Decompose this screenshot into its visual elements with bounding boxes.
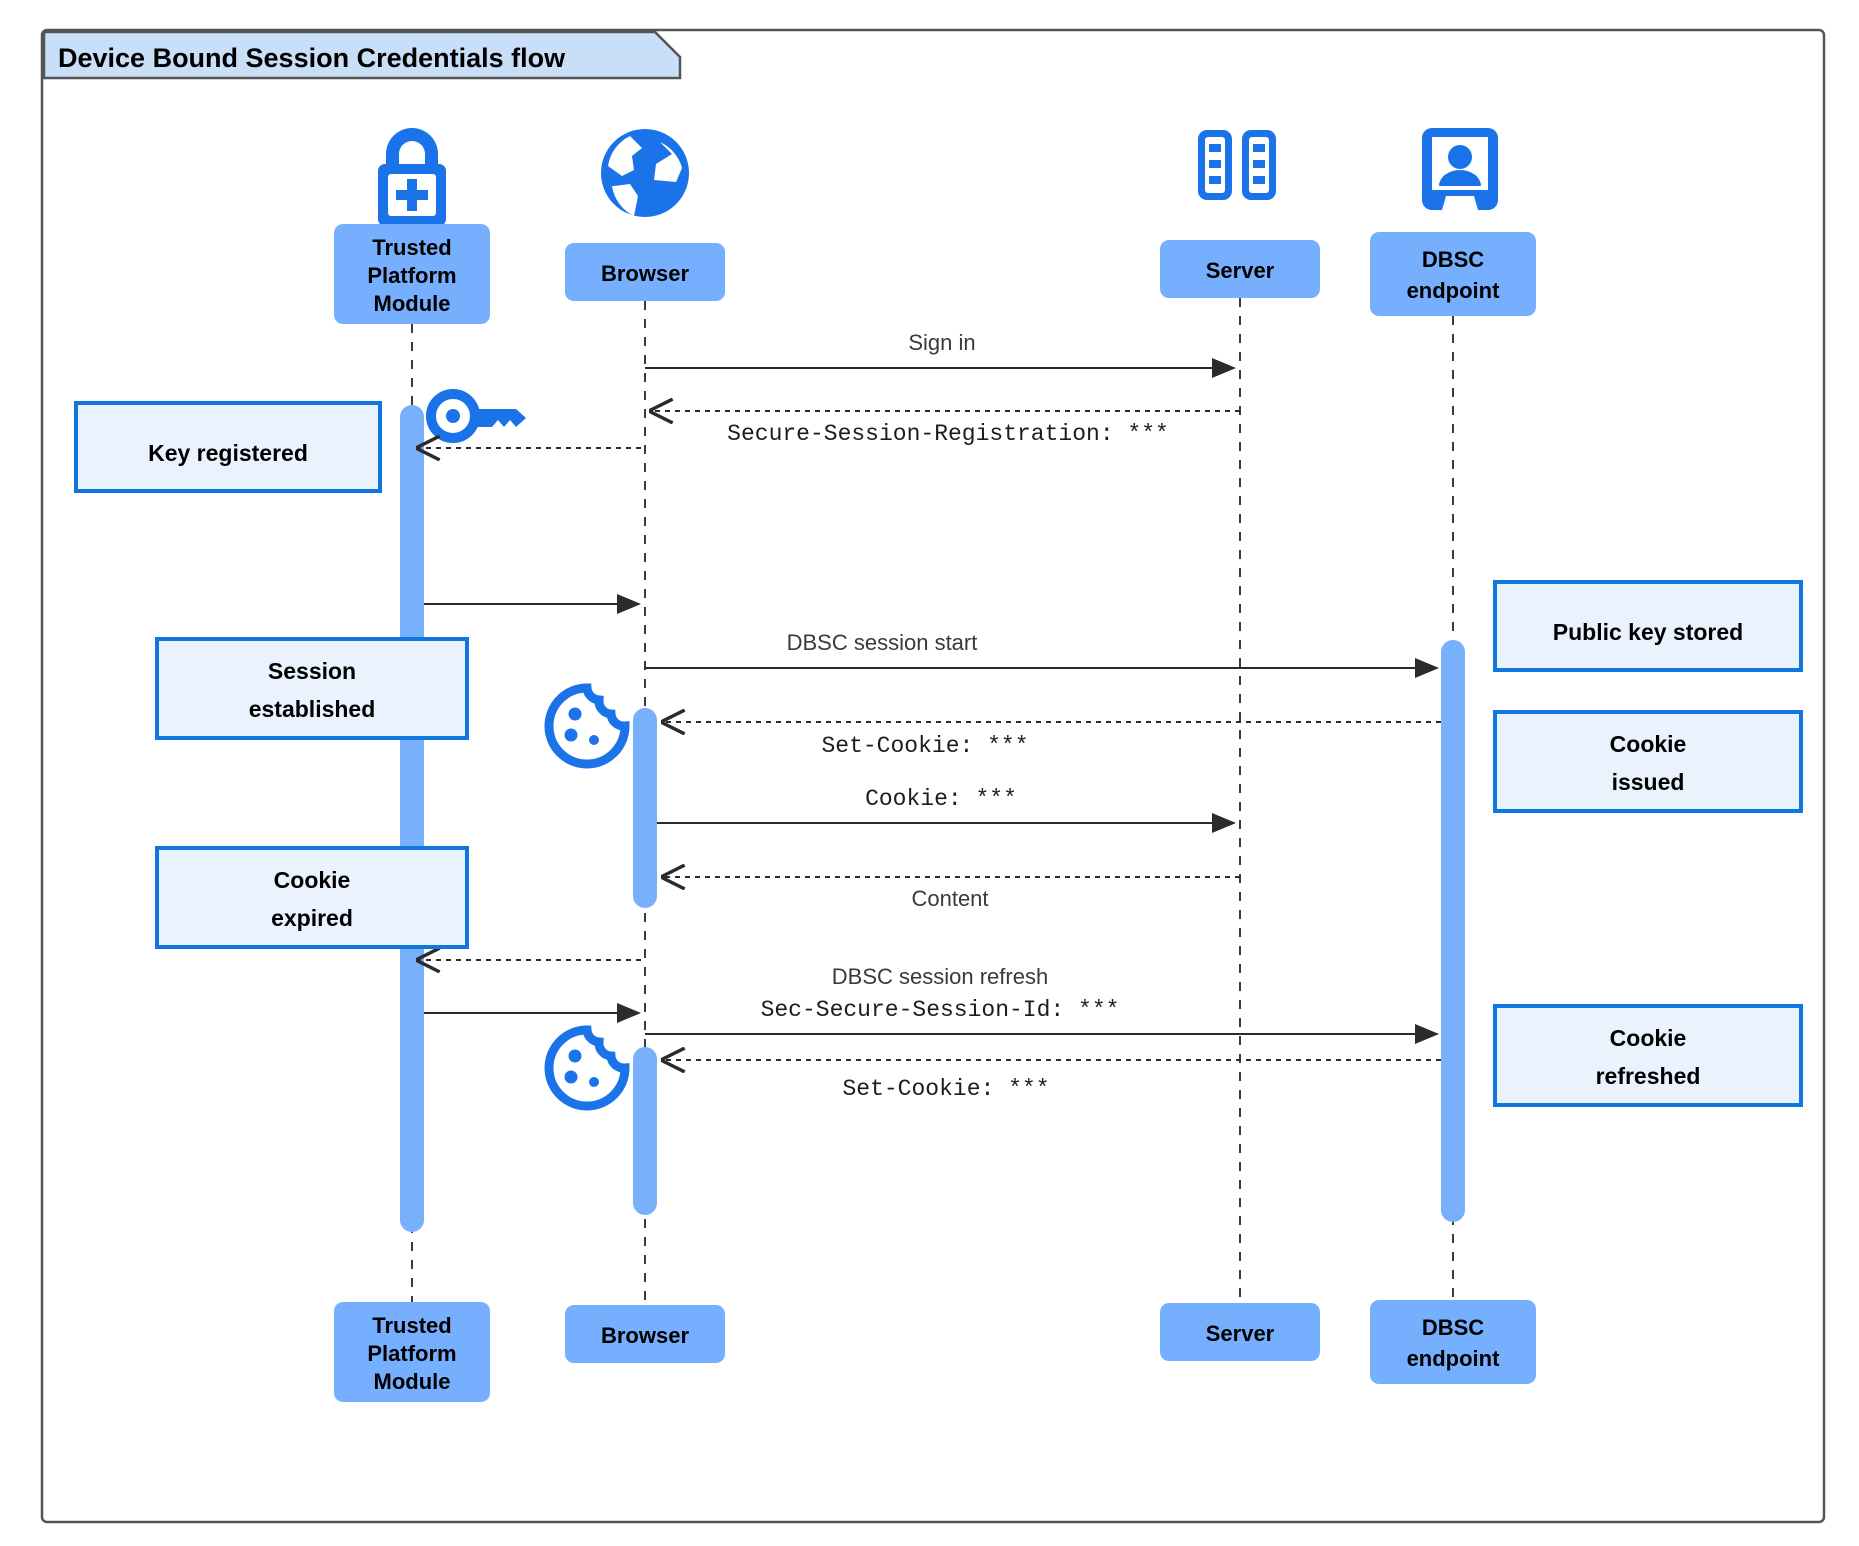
note-text: Session	[268, 658, 356, 684]
server-racks-icon	[1198, 130, 1276, 200]
participant-label: DBSC	[1422, 1315, 1484, 1340]
note-public-key-stored: Public key stored	[1493, 580, 1803, 672]
message-dbsc-session-refresh: DBSC session refresh Sec-Secure-Session-…	[645, 964, 1439, 1044]
activation-browser-2	[633, 1047, 657, 1215]
message-label: Set-Cookie: ***	[821, 733, 1028, 759]
participant-label: Module	[374, 1369, 451, 1394]
participant-label: Platform	[367, 1341, 456, 1366]
participant-label: Trusted	[372, 1313, 451, 1338]
participant-label: Platform	[367, 263, 456, 288]
message-dbsc-session-start: DBSC session start	[645, 630, 1439, 678]
note-text: Cookie	[1610, 1025, 1687, 1051]
note-cookie-refreshed: Cookie refreshed	[1493, 1004, 1803, 1107]
message-label: Secure-Session-Registration: ***	[727, 421, 1169, 447]
cookie-icon	[544, 1025, 630, 1111]
participant-label: Server	[1206, 258, 1275, 283]
participant-tpm-top[interactable]: Trusted Platform Module	[334, 224, 490, 324]
note-session-established: Session established	[155, 637, 469, 740]
note-text: expired	[271, 905, 353, 931]
message-content: Content	[663, 877, 1240, 911]
note-text: Cookie	[274, 867, 351, 893]
diagram-frame	[40, 28, 1826, 1524]
note-cookie-issued: Cookie issued	[1493, 710, 1803, 813]
participant-server-top[interactable]: Server	[1160, 240, 1320, 298]
participant-browser-bottom[interactable]: Browser	[565, 1305, 725, 1363]
id-badge-icon	[1422, 128, 1498, 210]
note-key-registered: Key registered	[74, 401, 382, 493]
participant-label: endpoint	[1407, 278, 1501, 303]
message-secure-session-registration: Secure-Session-Registration: ***	[651, 411, 1240, 447]
participant-browser-top[interactable]: Browser	[565, 243, 725, 301]
diagram-title: Device Bound Session Credentials flow	[58, 43, 566, 73]
note-text: established	[249, 696, 376, 722]
message-set-cookie-1: Set-Cookie: ***	[663, 722, 1441, 759]
key-icon	[426, 389, 526, 443]
participant-label: Browser	[601, 261, 689, 286]
participant-label: Server	[1206, 1321, 1275, 1346]
message-label: Sign in	[908, 330, 975, 355]
participant-dbsc-top[interactable]: DBSC endpoint	[1370, 232, 1536, 316]
message-cookie-request: Cookie: ***	[657, 786, 1236, 833]
participant-label: DBSC	[1422, 247, 1484, 272]
note-cookie-expired: Cookie expired	[155, 846, 469, 949]
activation-browser-1	[633, 708, 657, 908]
globe-icon	[601, 129, 689, 217]
lock-plus-icon	[378, 128, 446, 226]
activation-tpm	[400, 405, 424, 1232]
message-label: Set-Cookie: ***	[842, 1076, 1049, 1102]
participant-label: Browser	[601, 1323, 689, 1348]
message-set-cookie-2: Set-Cookie: ***	[663, 1060, 1441, 1102]
participant-server-bottom[interactable]: Server	[1160, 1303, 1320, 1361]
note-text: Public key stored	[1553, 619, 1743, 645]
message-label-secondary: Sec-Secure-Session-Id: ***	[761, 997, 1120, 1023]
participant-tpm-bottom[interactable]: Trusted Platform Module	[334, 1302, 490, 1402]
note-text: refreshed	[1596, 1063, 1701, 1089]
message-label: DBSC session start	[787, 630, 978, 655]
cookie-icon	[544, 683, 630, 769]
participant-label: endpoint	[1407, 1346, 1501, 1371]
participant-label: Module	[374, 291, 451, 316]
note-text: issued	[1612, 769, 1685, 795]
message-label: DBSC session refresh	[832, 964, 1048, 989]
message-label: Content	[911, 886, 988, 911]
note-text: Cookie	[1610, 731, 1687, 757]
message-label: Cookie: ***	[865, 786, 1017, 812]
activation-dbsc	[1441, 640, 1465, 1222]
title-tab: Device Bound Session Credentials flow	[42, 30, 682, 80]
participant-label: Trusted	[372, 235, 451, 260]
message-sign-in: Sign in	[645, 330, 1236, 378]
note-text: Key registered	[148, 440, 308, 466]
participant-dbsc-bottom[interactable]: DBSC endpoint	[1370, 1300, 1536, 1384]
